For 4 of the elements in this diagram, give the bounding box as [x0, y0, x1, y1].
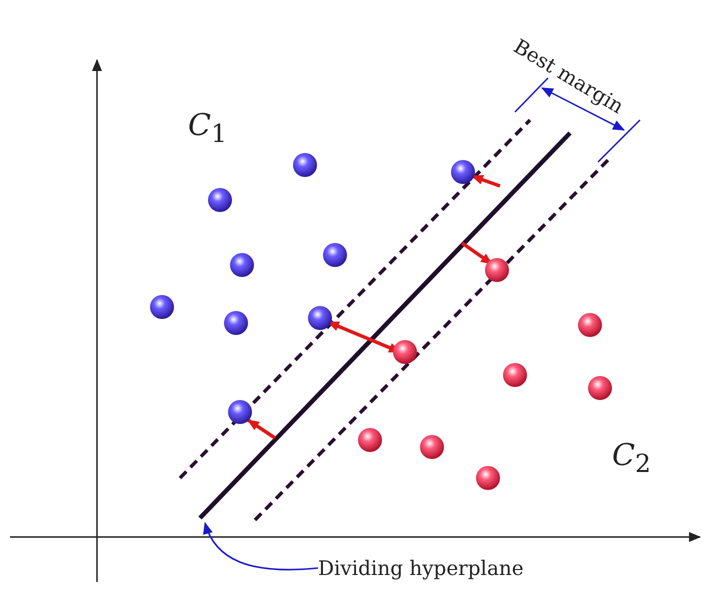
annotation-text: Dividing hyperplane: [318, 556, 524, 580]
class-label: C$_{1}$: [188, 108, 227, 148]
leader-line: [204, 522, 318, 570]
class-label: C$_{2}$: [612, 438, 651, 478]
